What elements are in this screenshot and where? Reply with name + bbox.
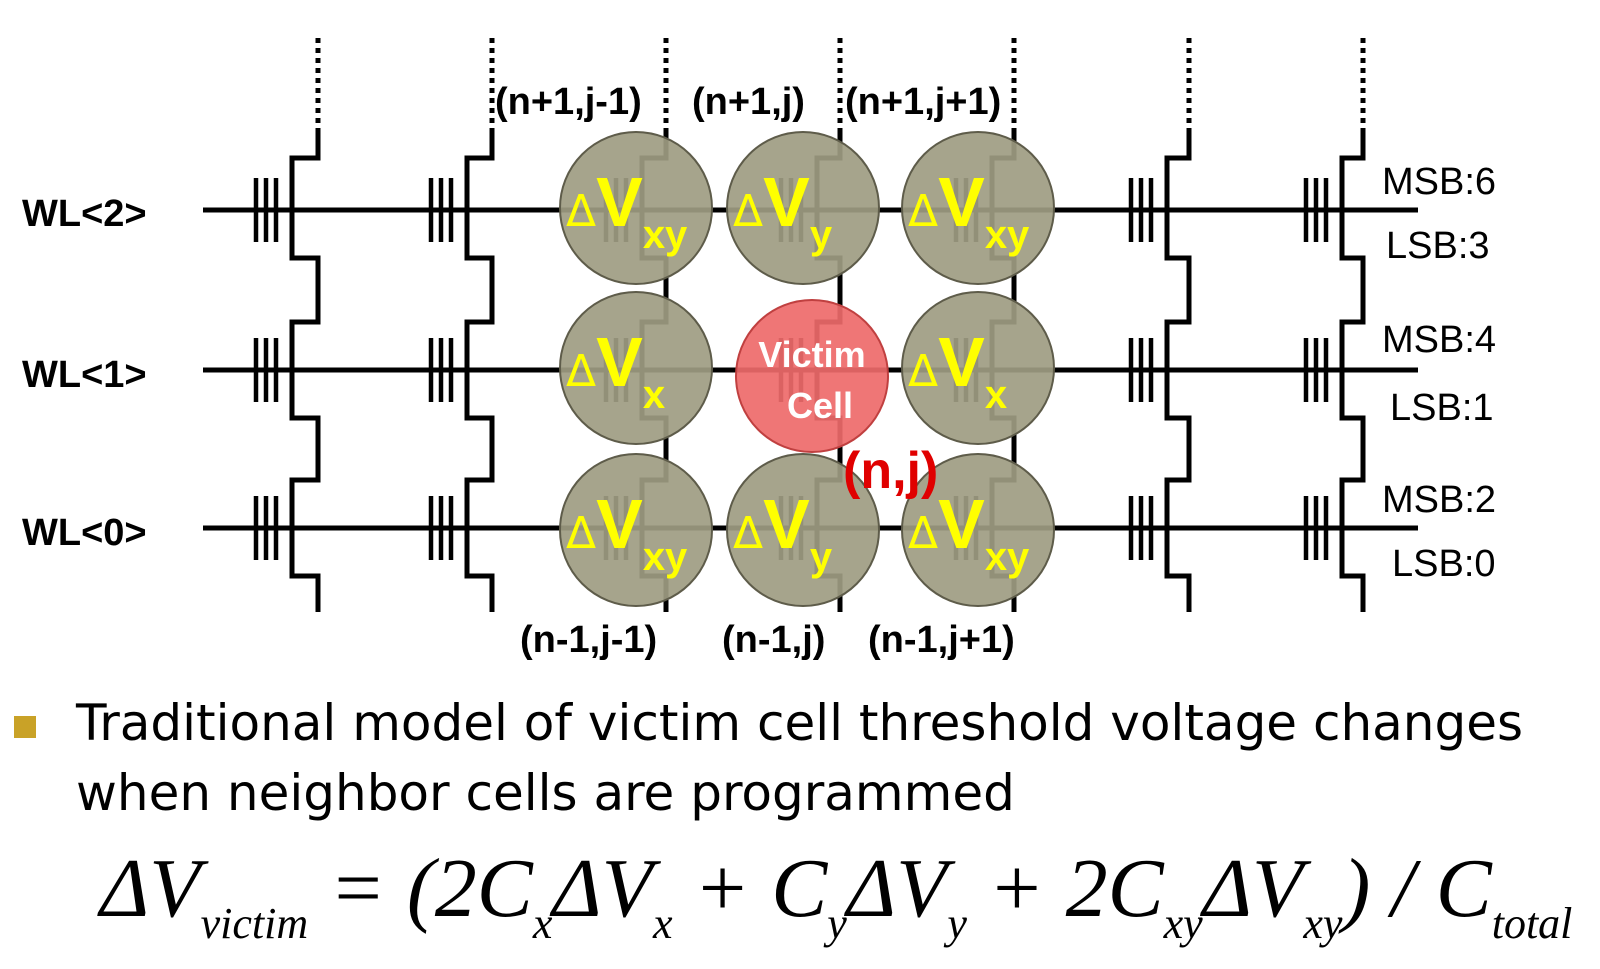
voltage-subscript: xy: [985, 213, 1030, 257]
coord-top-left: (n+1,j-1): [495, 81, 642, 123]
wl-2-lsb: LSB:3: [1386, 225, 1490, 267]
wl-1-lsb: LSB:1: [1390, 387, 1494, 429]
victim-cell: [735, 299, 889, 453]
bullet-marker: [14, 716, 36, 738]
delta-symbol: Δ: [733, 186, 763, 237]
voltage-subscript: y: [810, 535, 833, 579]
victim-line1: Victim: [758, 334, 865, 375]
formula-part-6: + 2C: [966, 842, 1164, 935]
formula-sub-5: y: [947, 899, 967, 948]
neighbor-cell-0-0: [559, 131, 713, 285]
delta-symbol: Δ: [566, 346, 596, 397]
delta-symbol: Δ: [733, 508, 763, 559]
neighbor-cell-2-1: [726, 453, 880, 607]
nand-array-diagram: WL<2> WL<1> WL<0> MSB:6 LSB:3 MSB:4 LSB:…: [22, 38, 1496, 661]
voltage-subscript: xy: [985, 535, 1030, 579]
neighbor-label-1-0: ΔVx: [566, 323, 665, 417]
voltage-symbol: V: [938, 163, 985, 241]
voltage-subscript: y: [810, 213, 833, 257]
wl-0-msb: MSB:2: [1382, 479, 1496, 521]
neighbor-label-2-2: ΔVxy: [908, 485, 1030, 579]
neighbor-cell-1-0: [559, 291, 713, 445]
voltage-subscript: xy: [643, 213, 688, 257]
delta-symbol: Δ: [908, 186, 938, 237]
wl-0-lsb: LSB:0: [1392, 543, 1496, 585]
bullet-text: Traditional model of victim cell thresho…: [76, 694, 1524, 822]
coord-top-right: (n+1,j+1): [845, 81, 1001, 123]
coord-bottom-right: (n-1,j+1): [868, 619, 1015, 661]
formula-part-8: ) / C: [1342, 842, 1492, 935]
coord-top-center: (n+1,j): [692, 81, 805, 123]
voltage-symbol: V: [596, 323, 643, 401]
formula-sub-6: xy: [1163, 899, 1203, 948]
delta-symbol: Δ: [908, 346, 938, 397]
neighbor-cell-0-2: [901, 131, 1055, 285]
formula-part-3: ΔV: [552, 842, 653, 935]
formula-part-4: + C: [672, 842, 828, 935]
wl-2-msb: MSB:6: [1382, 161, 1496, 203]
formula-part-7: ΔV: [1202, 842, 1304, 935]
neighbor-cell-2-2: [901, 453, 1055, 607]
neighbor-cell-2-0: [559, 453, 713, 607]
formula-sub-4: y: [827, 899, 847, 948]
victim-coord: (n,j): [843, 442, 938, 500]
neighbor-label-1-2: ΔVx: [908, 323, 1007, 417]
voltage-symbol: V: [938, 485, 985, 563]
neighbor-label-0-1: ΔVy: [733, 163, 833, 257]
formula-part-5: ΔV: [846, 842, 948, 935]
delta-symbol: Δ: [908, 508, 938, 559]
voltage-symbol: V: [596, 163, 643, 241]
victim-line2: Cell: [787, 385, 853, 426]
neighbor-cell-1-2: [901, 291, 1055, 445]
voltage-symbol: V: [763, 163, 810, 241]
voltage-subscript: x: [643, 373, 665, 417]
coupling-formula: ΔVvictim = (2CxΔVx + CyΔVy + 2CxyΔVxy) /…: [100, 840, 1572, 960]
formula-part-1: ΔV: [100, 842, 201, 935]
voltage-subscript: xy: [643, 535, 688, 579]
coord-bottom-center: (n-1,j): [722, 619, 825, 661]
delta-symbol: Δ: [566, 508, 596, 559]
wl-1-label: WL<1>: [22, 354, 147, 396]
neighbor-label-0-0: ΔVxy: [566, 163, 688, 257]
wl-0-label: WL<0>: [22, 512, 147, 554]
formula-part-2: = (2C: [308, 842, 533, 935]
neighbor-label-0-2: ΔVxy: [908, 163, 1030, 257]
neighbor-label-2-0: ΔVxy: [566, 485, 688, 579]
cell-highlights: [559, 131, 1055, 607]
voltage-subscript: x: [985, 373, 1007, 417]
wl-1-msb: MSB:4: [1382, 319, 1496, 361]
formula-sub-2: x: [532, 899, 553, 948]
formula-sub-3: x: [652, 899, 673, 948]
voltage-symbol: V: [596, 485, 643, 563]
neighbor-label-2-1: ΔVy: [733, 485, 833, 579]
voltage-symbol: V: [938, 323, 985, 401]
coord-bottom-left: (n-1,j-1): [520, 619, 657, 661]
formula-sub-7: xy: [1303, 899, 1343, 948]
voltage-symbol: V: [763, 485, 810, 563]
wl-2-label: WL<2>: [22, 193, 147, 235]
neighbor-cell-0-1: [726, 131, 880, 285]
formula-sub-8: total: [1491, 899, 1573, 948]
formula-sub-1: victim: [200, 899, 309, 948]
delta-symbol: Δ: [566, 186, 596, 237]
